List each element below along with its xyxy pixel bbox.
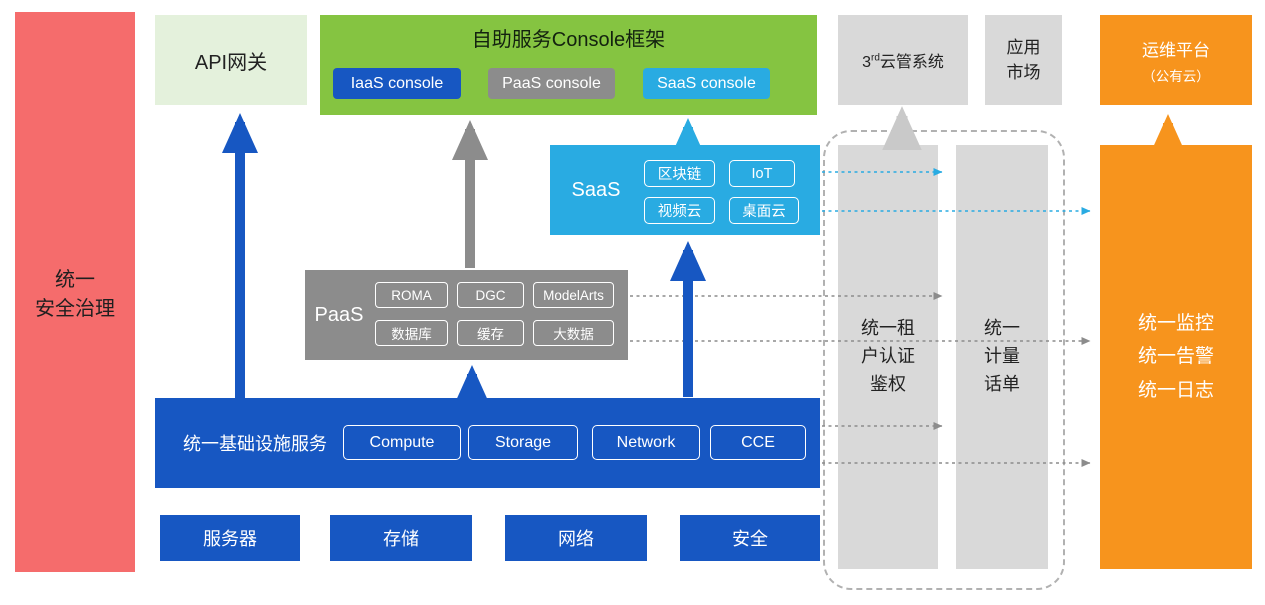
saas-label: SaaS	[571, 178, 621, 201]
saas-item-blockchain: 区块链	[644, 160, 715, 187]
shared-services-dashed-container	[823, 130, 1065, 590]
saas-console-box: SaaS console	[643, 68, 770, 99]
third-party-cloud-box: 3rd云管系统	[838, 15, 968, 105]
resource-box-security: 安全	[680, 515, 820, 561]
console-framework-title: 自助服务Console框架	[471, 29, 666, 51]
paas-box: PaaS ROMA DGC ModelArts 数据库 缓存 大数据	[305, 270, 628, 360]
om-platform-label-line2: （公有云）	[1142, 68, 1210, 84]
om-platform-label-line1: 运维平台	[1142, 40, 1210, 60]
api-gateway-label: API网关	[194, 51, 268, 74]
unified-auth-label: 统一租 户认证 鉴权	[861, 318, 915, 394]
paas-item-dgc: DGC	[457, 282, 524, 308]
unified-metering-bar: 统一 计量 话单	[956, 145, 1048, 569]
resource-box-storage: 存储	[330, 515, 472, 561]
unified-security-label: 统一 安全治理	[35, 269, 115, 320]
infra-item-network: Network	[592, 425, 700, 460]
unified-auth-bar: 统一租 户认证 鉴权	[838, 145, 938, 569]
console-framework-box: 自助服务Console框架 IaaS console PaaS console …	[320, 15, 817, 115]
iaas-console-box: IaaS console	[333, 68, 461, 99]
paas-item-database: 数据库	[375, 320, 448, 346]
saas-box: SaaS 区块链 IoT 视频云 桌面云	[550, 145, 820, 235]
resource-box-network: 网络	[505, 515, 647, 561]
infrastructure-box: 统一基础设施服务 Compute Storage Network CCE	[155, 398, 820, 488]
saas-item-iot: IoT	[729, 160, 795, 187]
app-market-label: 应用 市场	[1006, 37, 1041, 83]
unified-monitoring-label: 统一监控 统一告警 统一日志	[1137, 313, 1214, 401]
resource-box-server: 服务器	[160, 515, 300, 561]
saas-item-video-cloud: 视频云	[644, 197, 715, 224]
om-platform-box: 运维平台 （公有云）	[1100, 15, 1252, 105]
app-market-box: 应用 市场	[985, 15, 1062, 105]
paas-item-modelarts: ModelArts	[533, 282, 614, 308]
infrastructure-label: 统一基础设施服务	[183, 434, 327, 454]
paas-label: PaaS	[314, 303, 364, 326]
paas-item-cache: 缓存	[457, 320, 524, 346]
unified-monitoring-bar: 统一监控 统一告警 统一日志	[1100, 145, 1252, 569]
saas-item-desktop-cloud: 桌面云	[729, 197, 799, 224]
infra-item-storage: Storage	[468, 425, 578, 460]
unified-security-bar: 统一 安全治理	[15, 12, 135, 572]
paas-console-box: PaaS console	[488, 68, 615, 99]
api-gateway-box: API网关	[155, 15, 307, 105]
paas-item-roma: ROMA	[375, 282, 448, 308]
infra-item-cce: CCE	[710, 425, 806, 460]
unified-metering-label: 统一 计量 话单	[984, 318, 1020, 394]
paas-item-bigdata: 大数据	[533, 320, 614, 346]
infra-item-compute: Compute	[343, 425, 461, 460]
third-party-cloud-label: 3rd云管系统	[862, 52, 944, 71]
